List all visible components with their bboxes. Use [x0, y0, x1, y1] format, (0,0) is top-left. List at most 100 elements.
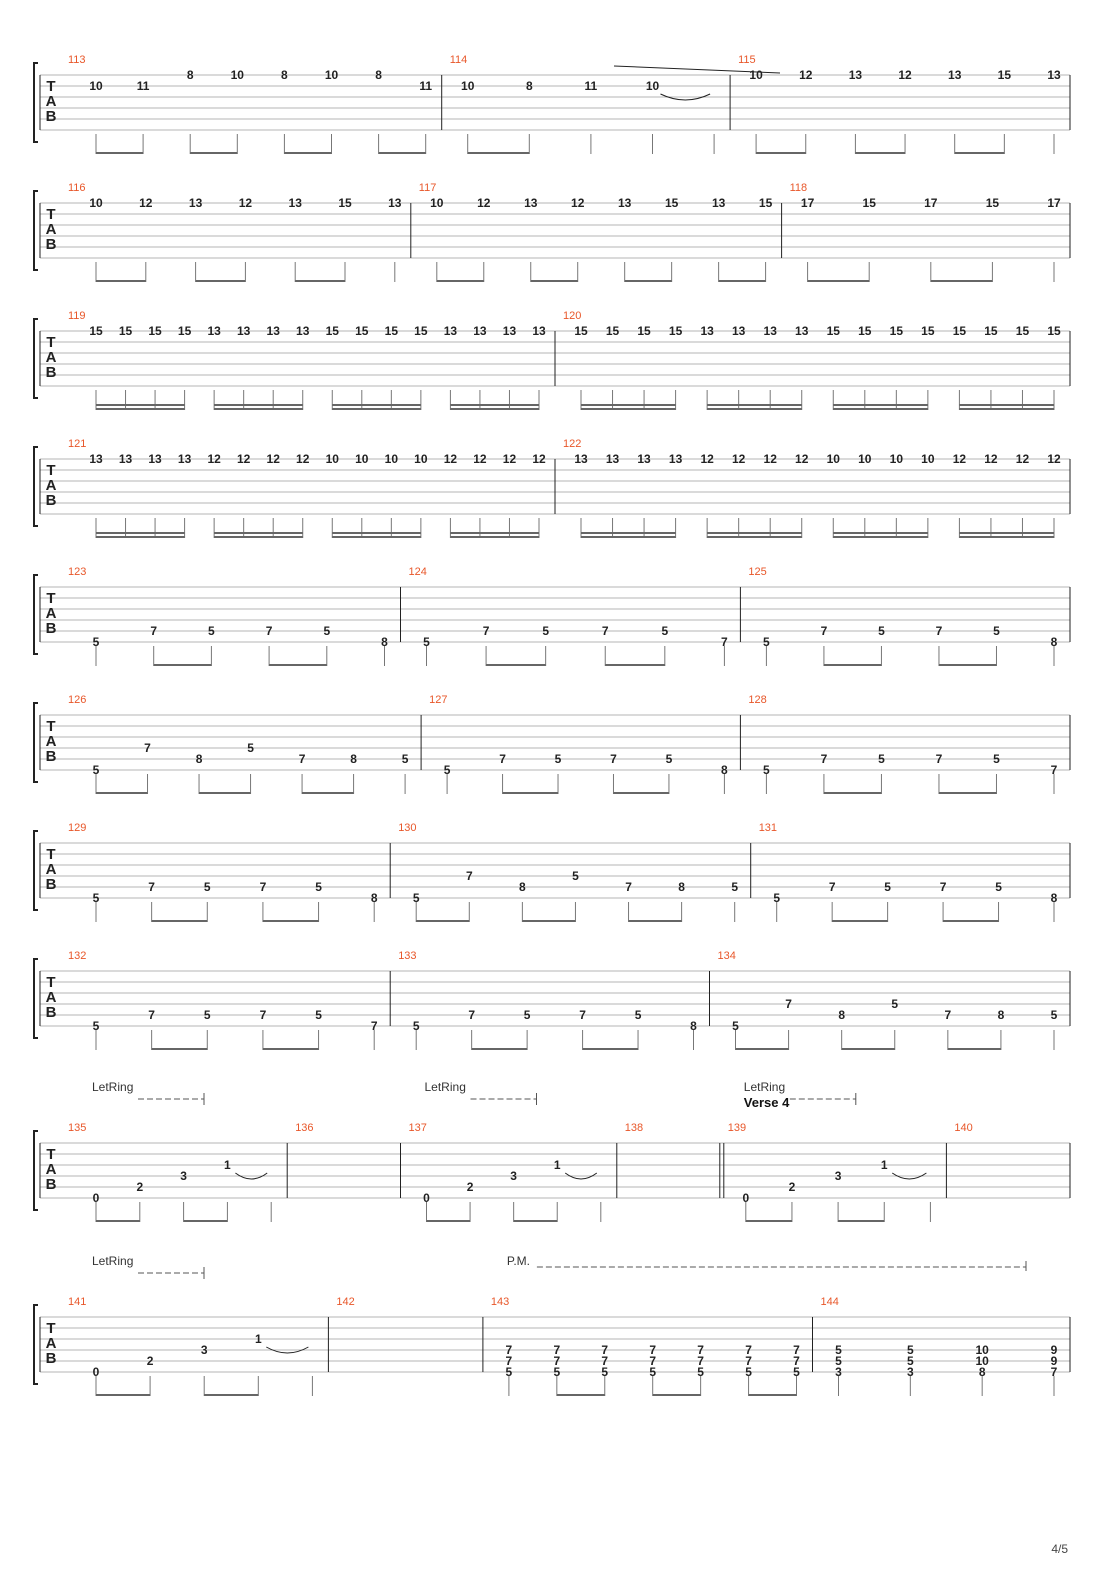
fret-number: 11	[137, 79, 150, 93]
fret-number: 15	[326, 324, 340, 338]
beam	[582, 1048, 639, 1050]
measure-number: 122	[563, 438, 581, 450]
beam	[214, 408, 303, 410]
fret-number: 7	[148, 1008, 155, 1022]
measure-number: 140	[954, 1122, 972, 1134]
measure-number: 132	[68, 950, 86, 962]
beam	[96, 280, 146, 282]
system-bracket	[33, 702, 38, 783]
measure-number: 117	[419, 182, 437, 194]
fret-number: 8	[196, 752, 203, 766]
tab-clef-letter: T	[46, 78, 55, 95]
beam	[581, 408, 676, 410]
fret-number: 7	[466, 869, 473, 883]
fret-number: 12	[532, 452, 546, 466]
fret-number: 15	[414, 324, 428, 338]
fret-number: 7	[553, 1354, 560, 1368]
fret-number: 13	[503, 324, 517, 338]
beam	[959, 408, 1054, 410]
fret-number: 15	[863, 196, 877, 210]
beam	[938, 792, 997, 794]
fret-number: 3	[835, 1365, 842, 1379]
beam	[214, 532, 303, 534]
measure-number: 115	[738, 54, 756, 66]
beam	[833, 532, 928, 534]
fret-number: 3	[201, 1343, 208, 1357]
fret-number: 5	[649, 1365, 656, 1379]
fret-number: 13	[618, 196, 632, 210]
fret-number: 5	[204, 1008, 211, 1022]
fret-number: 5	[995, 880, 1002, 894]
fret-number: 5	[413, 1019, 420, 1033]
fret-number: 10	[975, 1354, 989, 1368]
fret-number: 10	[827, 452, 841, 466]
fret-number: 2	[789, 1180, 796, 1194]
fret-number: 15	[921, 324, 935, 338]
beam	[190, 152, 238, 154]
fret-number: 12	[1047, 452, 1061, 466]
fret-number: 7	[371, 1019, 378, 1033]
fret-number: 7	[601, 1343, 608, 1357]
fret-number: 9	[1051, 1343, 1058, 1357]
beam	[151, 1048, 208, 1050]
measure-number: 143	[491, 1296, 509, 1308]
system-bracket	[33, 958, 38, 1039]
beam	[624, 280, 672, 282]
fret-number: 0	[93, 1191, 100, 1205]
beam	[823, 792, 882, 794]
fret-number: 7	[745, 1354, 752, 1368]
beam	[943, 920, 999, 922]
tab-clef-letter: T	[46, 1146, 55, 1163]
beam	[284, 152, 332, 154]
annotation-text: LetRing	[744, 1080, 785, 1094]
system-bracket	[33, 62, 38, 143]
beam	[707, 536, 802, 538]
fret-number: 13	[289, 196, 303, 210]
fret-number: 13	[606, 452, 620, 466]
fret-number: 7	[144, 741, 151, 755]
measure-number: 142	[336, 1296, 354, 1308]
fret-number: 7	[553, 1343, 560, 1357]
fret-number: 8	[375, 68, 382, 82]
tab-clef-letter: B	[46, 108, 57, 125]
beam	[96, 532, 185, 534]
fret-number: 3	[907, 1365, 914, 1379]
tab-clef-letter: A	[46, 1335, 57, 1352]
fret-number: 13	[700, 324, 714, 338]
system-bracket	[33, 830, 38, 911]
fret-number: 5	[402, 752, 409, 766]
beam	[295, 280, 345, 282]
fret-number: 5	[542, 624, 549, 638]
tab-clef-letter: T	[46, 718, 55, 735]
beam	[332, 532, 421, 534]
beam	[183, 1220, 228, 1222]
tab-clef-letter: T	[46, 462, 55, 479]
fret-number: 12	[503, 452, 517, 466]
tab-clef-letter: A	[46, 221, 57, 238]
fret-number: 7	[260, 1008, 267, 1022]
fret-number: 7	[150, 624, 157, 638]
measure-number: 144	[821, 1296, 839, 1308]
beam	[332, 536, 421, 538]
fret-number: 5	[878, 752, 885, 766]
beam	[96, 408, 185, 410]
measure: 138	[625, 1122, 725, 1198]
system-bracket	[33, 446, 38, 527]
fret-number: 12	[139, 196, 153, 210]
fret-number: 10	[858, 452, 872, 466]
fret-number: 7	[721, 635, 728, 649]
fret-number: 12	[267, 452, 281, 466]
fret-number: 10	[890, 452, 904, 466]
annotation-text: LetRing	[425, 1080, 466, 1094]
beam	[204, 1394, 259, 1396]
